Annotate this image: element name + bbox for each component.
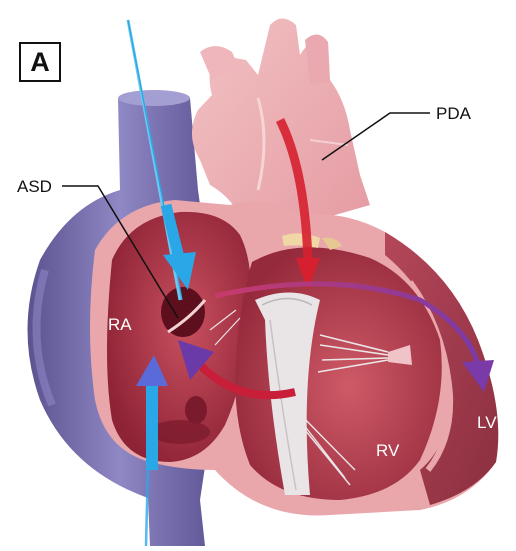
pda-label: PDA: [436, 105, 471, 122]
lv-label: LV: [477, 414, 497, 431]
panel-label-box: A: [19, 42, 61, 82]
rv-label: RV: [376, 442, 399, 459]
asd-label: ASD: [17, 178, 52, 195]
panel-letter: A: [30, 49, 50, 76]
ra-label: RA: [108, 316, 132, 333]
